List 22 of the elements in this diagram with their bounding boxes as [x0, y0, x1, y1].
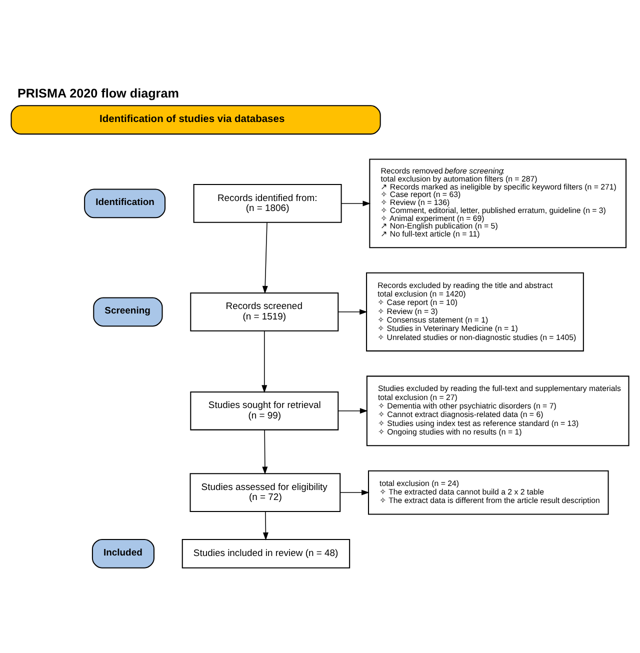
- arrow: [338, 408, 368, 414]
- arrow: [262, 330, 268, 394]
- node-box: Records removed before screening: total exclusion by automation filters (n = 287) ↗ Records marked as ineligible by specific keyword filters (n = 271) ✧ Case report (n = 63) ✧ Review (n = 136) ✧ Comment, editorial, letter, published erratum, guideline (n = 3) ✧ Animal experiment (n = 69) ↗ Non-English publication (n = 5) ↗ No full-text article (n = 11): [369, 158, 627, 248]
- arrow: [338, 309, 368, 315]
- node-box: Studies included in review (n = 48): [182, 538, 350, 568]
- node-box: Records identified from: (n = 1806): [193, 184, 342, 223]
- node-box: Studies assessed for eligibility (n = 72): [190, 473, 341, 512]
- diagram-title: PRISMA 2020 flow diagram: [18, 86, 179, 101]
- node-box: Identification: [84, 188, 166, 218]
- arrow: [262, 429, 268, 475]
- node-box: Records screened (n = 1519): [190, 292, 339, 332]
- arrow: [262, 222, 268, 294]
- node-box: Identification of studies via databases: [10, 105, 381, 135]
- node-box: Studies excluded by reading the full-text and supplementary materials total exclusion (n = 27) ✧ Dementia with other psychiatric disorders (n = 7) ✧ Cannot extract diagnosis-related data (n = 6) ✧ Studies using index test as reference standard (n = 13) ✧ Ongoing studies with no results (n = 1): [366, 376, 630, 446]
- node-box: total exclusion (n = 24) ✧ The extracted data cannot build a 2 x 2 table ✧ The extract data is different from the article result description: [368, 470, 609, 515]
- node-box: Screening: [93, 297, 163, 327]
- node-box: Records excluded by reading the title and abstract total exclusion (n = 1420) ✧ Case report (n = 10) ✧ Review (n = 3) ✧ Consensus statement (n = 1) ✧ Studies in Veterinary Medicine (n = 1) ✧ Unrelated studies or non-diagnostic studies (n = 1405): [366, 272, 584, 352]
- node-box: Included: [92, 538, 154, 568]
- node-box: Studies sought for retrieval (n = 99): [190, 391, 339, 430]
- arrow: [340, 490, 370, 496]
- arrow: [340, 200, 371, 206]
- arrow: [262, 511, 268, 540]
